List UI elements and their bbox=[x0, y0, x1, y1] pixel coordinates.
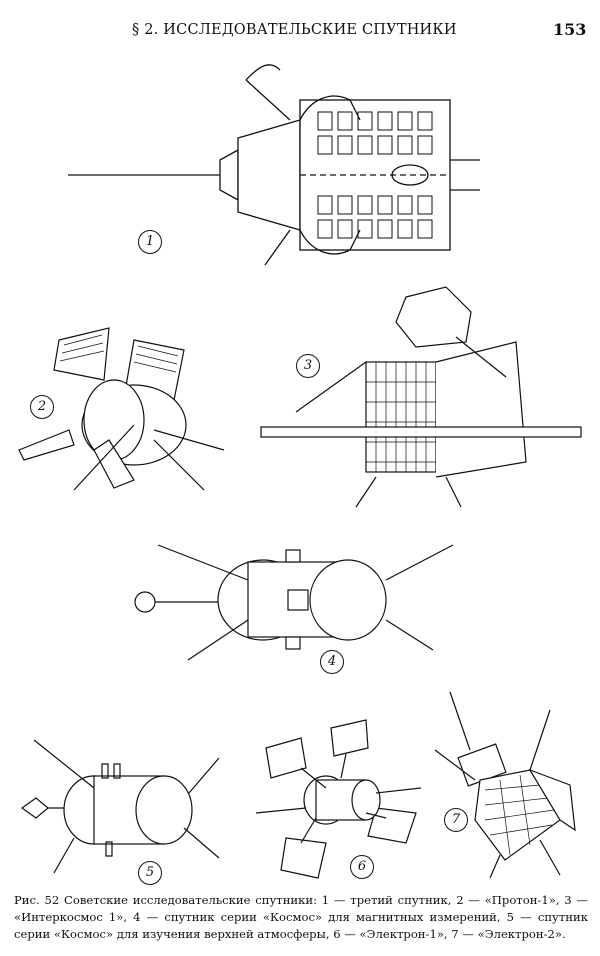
figure-3-interkosmos-1: 3 bbox=[256, 282, 582, 508]
figure-4-drawing bbox=[134, 544, 454, 661]
page-header: § 2. ИССЛЕДОВАТЕЛЬСКИЕ СПУТНИКИ 153 bbox=[0, 14, 600, 44]
page-number: 153 bbox=[553, 20, 587, 39]
figure-label: 7 bbox=[444, 808, 468, 832]
figure-label: 6 bbox=[350, 855, 374, 879]
section-title: § 2. ИССЛЕДОВАТЕЛЬСКИЕ СПУТНИКИ bbox=[132, 22, 457, 38]
figure-5-drawing bbox=[20, 739, 220, 874]
caption-text: Рис. 52 Советские исследовательские спут… bbox=[14, 893, 588, 941]
figure-4-kosmos-magnetic: 4 bbox=[128, 540, 458, 680]
figure-caption: Рис. 52 Советские исследовательские спут… bbox=[14, 892, 588, 943]
figure-label: 1 bbox=[138, 230, 162, 254]
figure-5-kosmos-atmosphere: 5 bbox=[14, 738, 224, 885]
figure-label: 4 bbox=[320, 650, 344, 674]
figure-1-drawing bbox=[68, 64, 480, 266]
figure-2-drawing bbox=[18, 327, 225, 491]
figure-6-elektron-1: 6 bbox=[246, 718, 426, 886]
figure-2-proton-1: 2 bbox=[14, 320, 244, 500]
figure-6-drawing bbox=[255, 719, 422, 879]
figure-7-elektron-2: 7 bbox=[430, 690, 580, 880]
figure-label: 2 bbox=[30, 395, 54, 419]
figure-3-drawing bbox=[260, 286, 582, 508]
figure-1-third-satellite: 1 bbox=[60, 60, 480, 270]
figure-label: 5 bbox=[138, 861, 162, 885]
figure-7-drawing bbox=[434, 691, 576, 879]
figure-label: 3 bbox=[296, 354, 320, 378]
